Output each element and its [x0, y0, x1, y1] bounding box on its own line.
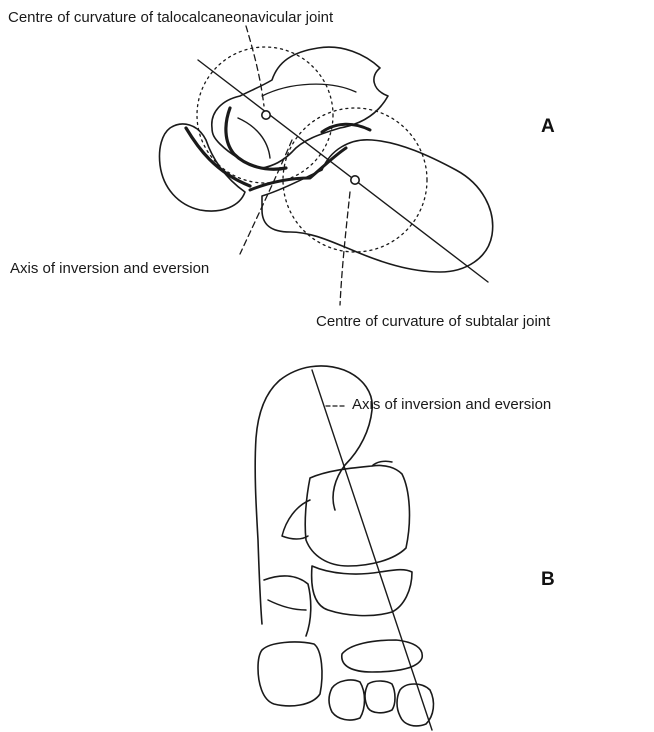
panel-b-letter: B — [541, 570, 555, 589]
panel-b-drawing — [255, 366, 433, 730]
axis-label-a: Axis of inversion and eversion — [10, 261, 209, 276]
axis-line-a — [198, 60, 488, 282]
talus-bone — [212, 47, 388, 168]
panel-a-drawing — [159, 26, 492, 305]
cuboid-dorsal-view — [264, 576, 311, 636]
navicular-bone — [159, 124, 245, 211]
talar-dome-contour — [262, 84, 356, 96]
calcaneus-bone — [262, 140, 493, 272]
axis-line-b — [312, 370, 432, 730]
talus-dorsal-view — [305, 465, 409, 566]
tcn-centre-point — [262, 111, 270, 119]
tcn-leader-line — [246, 26, 264, 106]
navicular-dorsal-view — [312, 566, 412, 616]
tcn-centre-label: Centre of curvature of talocalcaneonavic… — [8, 10, 333, 25]
cuboid-lower-box — [258, 642, 322, 706]
axis-leader-line — [240, 140, 292, 254]
panel-a-letter: A — [541, 117, 555, 136]
distal-bone-1 — [329, 680, 365, 720]
navicular-articular-surface — [186, 128, 250, 186]
lateral-cuneiform — [342, 640, 422, 672]
axis-label-b: Axis of inversion and eversion — [352, 397, 551, 412]
talus-inner-contour — [238, 118, 270, 158]
calcaneus-dorsal-view — [280, 366, 372, 510]
cuboid-upper — [268, 600, 306, 610]
subtalar-centre-point — [351, 176, 359, 184]
subtalar-centre-label: Centre of curvature of subtalar joint — [316, 314, 550, 329]
talar-head-articular-surface — [226, 108, 286, 169]
calcaneus-lateral-border — [255, 380, 280, 624]
distal-bone-2 — [365, 681, 395, 713]
